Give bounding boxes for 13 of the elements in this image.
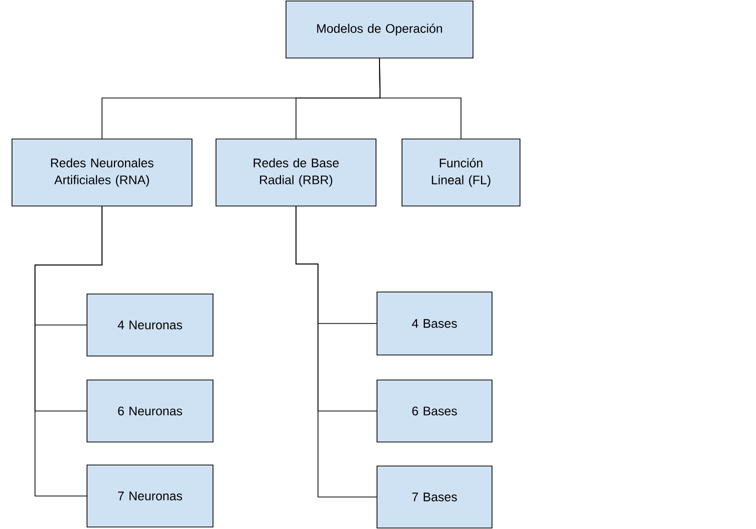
connector-line bbox=[379, 58, 462, 139]
connector-line bbox=[296, 206, 377, 498]
box: 6 Bases bbox=[376, 380, 492, 442]
box: 7 Bases bbox=[376, 466, 492, 528]
box: 4 Bases bbox=[376, 292, 492, 356]
box: Redes de Base Radial (RBR) bbox=[216, 138, 376, 206]
box: Modelos de Operación bbox=[286, 0, 474, 58]
connector-line bbox=[34, 206, 102, 496]
box: Función Lineal (FL) bbox=[402, 138, 520, 206]
box: Redes Neuronales Artificiales (RNA) bbox=[12, 138, 192, 206]
box: 4 Neuronas bbox=[86, 294, 214, 356]
box: 6 Neuronas bbox=[86, 380, 214, 442]
box: 7 Neuronas bbox=[86, 464, 214, 528]
